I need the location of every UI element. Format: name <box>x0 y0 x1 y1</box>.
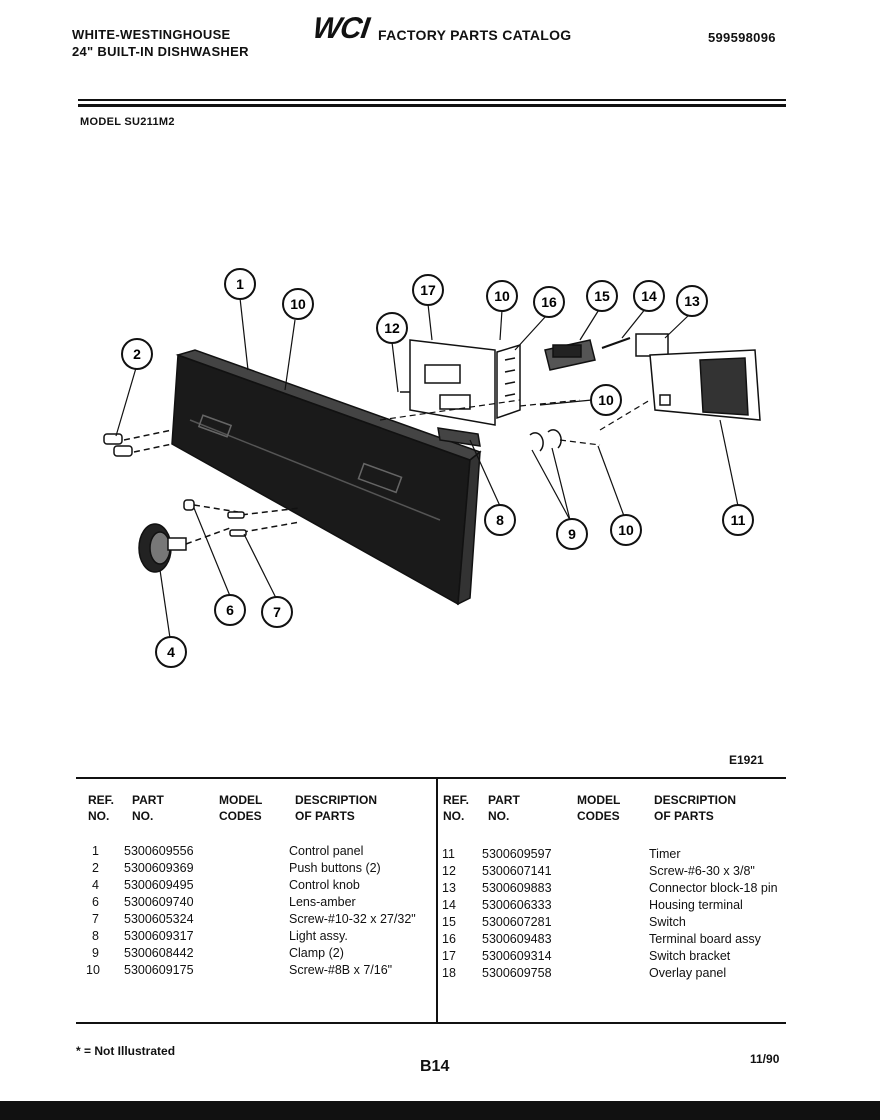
svg-text:12: 12 <box>384 320 400 336</box>
svg-text:10: 10 <box>494 288 510 304</box>
callout-14: 14 <box>633 280 665 312</box>
callout-15: 15 <box>586 280 618 312</box>
header-rule-bottom <box>78 104 786 107</box>
callout-12: 12 <box>376 312 408 344</box>
connector-block-drawing <box>635 333 669 357</box>
table-row: 11 5300609597 Timer <box>442 847 681 861</box>
callout-8: 8 <box>484 504 516 536</box>
svg-text:8: 8 <box>496 512 504 528</box>
svg-text:4: 4 <box>167 644 175 660</box>
svg-text:10: 10 <box>598 392 614 408</box>
callout-16: 16 <box>533 286 565 318</box>
callout-11: 11 <box>722 504 754 536</box>
svg-text:2: 2 <box>133 346 141 362</box>
table-bottom-rule <box>76 1022 786 1024</box>
table-row: 4 5300609495 Control knob <box>92 878 360 892</box>
callout-6: 6 <box>214 594 246 626</box>
callout-4: 4 <box>155 636 187 668</box>
table-top-rule <box>76 777 786 779</box>
table-row: 7 5300605324 Screw-#10-32 x 27/32" <box>92 912 416 926</box>
table-row: 6 5300609740 Lens-amber <box>92 895 356 909</box>
switch-bracket-drawing <box>400 339 496 426</box>
catalog-number: 599598096 <box>708 30 776 45</box>
product-name: 24" BUILT-IN DISHWASHER <box>72 44 249 59</box>
col-head-ref-left: REF.NO. <box>88 793 115 823</box>
exploded-parts-diagram: 1 10 2 17 12 10 16 15 14 13 10 8 9 10 11… <box>103 268 761 668</box>
clamps-drawing <box>529 429 562 452</box>
svg-text:16: 16 <box>541 294 557 310</box>
terminal-board-drawing <box>496 343 521 420</box>
callout-7: 7 <box>261 596 293 628</box>
svg-text:10: 10 <box>618 522 634 538</box>
callout-18-partial: 10 <box>282 288 314 320</box>
not-illustrated-note: * = Not Illustrated <box>76 1044 176 1058</box>
callout-1: 1 <box>224 268 256 300</box>
svg-text:10: 10 <box>290 296 306 312</box>
svg-text:6: 6 <box>226 602 234 618</box>
table-row: 17 5300609314 Switch bracket <box>442 949 731 963</box>
table-row: 9 5300608442 Clamp (2) <box>92 946 344 960</box>
housing-terminal-drawing <box>601 337 631 349</box>
table-row: 12 5300607141 Screw-#6-30 x 3/8" <box>442 864 755 878</box>
model-line: MODEL SU211M2 <box>80 116 175 128</box>
svg-text:9: 9 <box>568 526 576 542</box>
callout-10-mid: 10 <box>590 384 622 416</box>
callout-17: 17 <box>412 274 444 306</box>
col-head-ref-right: REF.NO. <box>443 793 470 823</box>
svg-text:1: 1 <box>236 276 244 292</box>
svg-text:7: 7 <box>273 604 281 620</box>
page-number: B14 <box>420 1058 450 1075</box>
callout-13: 13 <box>676 285 708 317</box>
svg-text:17: 17 <box>420 282 436 298</box>
svg-text:14: 14 <box>641 288 657 304</box>
svg-text:11: 11 <box>731 512 746 528</box>
switch-drawing <box>544 339 596 371</box>
table-row: 18 5300609758 Overlay panel <box>442 966 727 980</box>
svg-text:15: 15 <box>594 288 610 304</box>
callout-group: 1 10 2 17 12 10 16 15 14 13 10 8 9 10 11… <box>121 268 754 668</box>
control-knob-drawing <box>138 523 231 573</box>
wci-logo: WCI <box>310 12 371 45</box>
callout-10-top: 10 <box>486 280 518 312</box>
callout-2: 2 <box>121 338 153 370</box>
table-row: 14 5300606333 Housing terminal <box>442 898 743 912</box>
scan-edge-bar <box>0 1101 880 1120</box>
table-row: 1 5300609556 Control panel <box>92 844 364 858</box>
table-row: 15 5300607281 Switch <box>442 915 686 929</box>
header-rule-top <box>78 99 786 101</box>
push-buttons-drawing <box>103 429 173 457</box>
svg-text:13: 13 <box>684 293 700 309</box>
table-row: 13 5300609883 Connector block-18 pin <box>442 881 778 895</box>
catalog-date: 11/90 <box>750 1052 780 1066</box>
catalog-title: FACTORY PARTS CATALOG <box>378 27 572 43</box>
table-row: 10 5300609175 Screw-#8B x 7/16" <box>86 963 393 977</box>
timer-drawing <box>649 349 761 421</box>
figure-code: E1921 <box>729 753 764 767</box>
lens-and-screws-drawing <box>183 499 301 537</box>
callout-10-low: 10 <box>610 514 642 546</box>
table-row: 16 5300609483 Terminal board assy <box>442 932 761 946</box>
table-row: 2 5300609369 Push buttons (2) <box>92 861 381 875</box>
leader-lines <box>115 297 739 639</box>
callout-9: 9 <box>556 518 588 550</box>
brand-name: WHITE-WESTINGHOUSE <box>72 27 231 42</box>
table-row: 8 5300609317 Light assy. <box>92 929 348 943</box>
table-middle-rule <box>436 777 438 1024</box>
light-assembly-drawing <box>437 427 481 447</box>
